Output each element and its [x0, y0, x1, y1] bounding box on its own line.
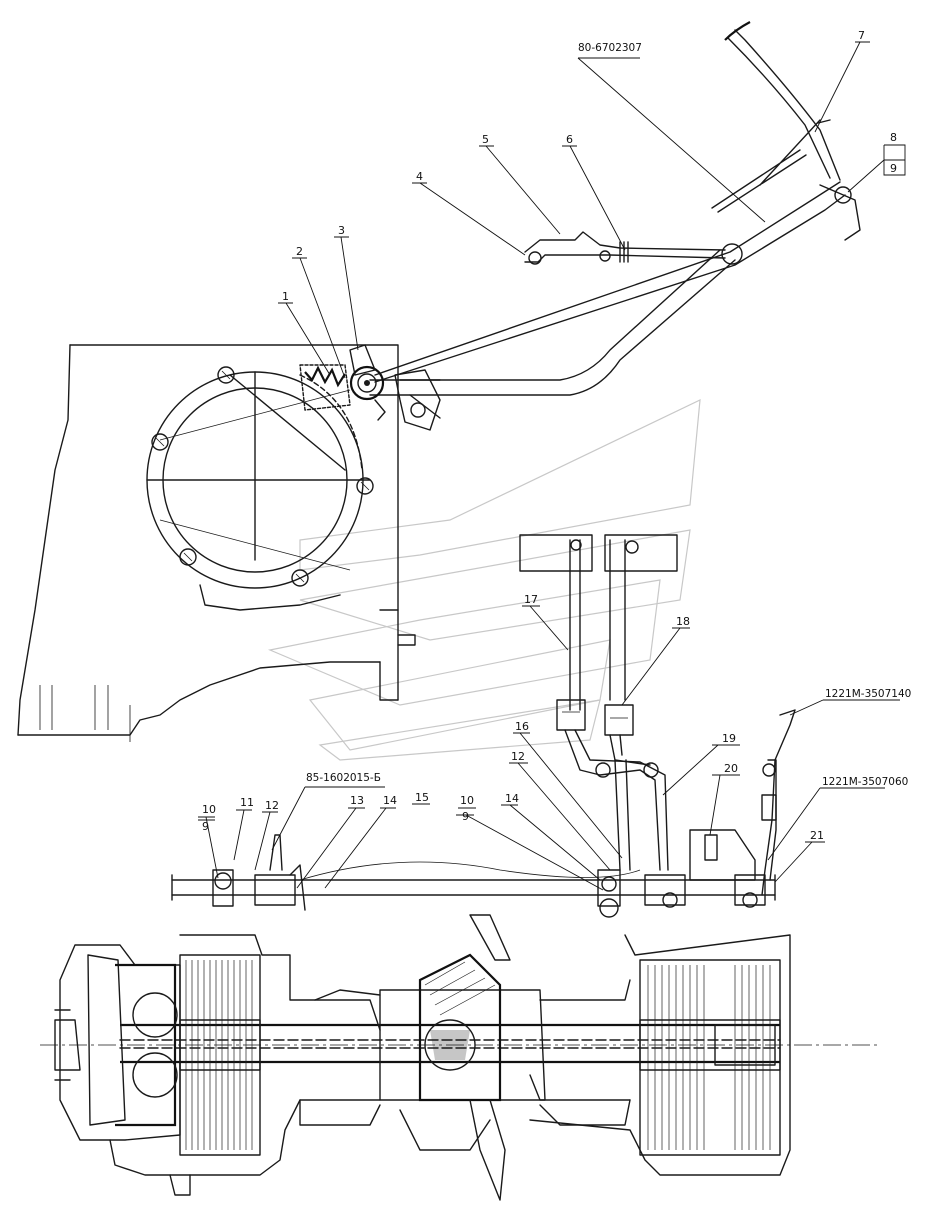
callout-10-left: 10 [202, 803, 216, 816]
callout-18: 18 [676, 615, 690, 628]
callout-11: 11 [240, 796, 254, 809]
callout-9-top: 9 [890, 162, 897, 175]
callout-4: 4 [416, 170, 423, 183]
callout-16: 16 [515, 720, 529, 733]
lever-mechanism [299, 21, 861, 431]
callout-8: 8 [890, 131, 897, 144]
label-1221M-3507140: 1221М-3507140 [825, 688, 911, 700]
callout-20: 20 [724, 762, 738, 775]
callout-17: 17 [524, 593, 538, 606]
label-80-6702307: 80-6702307 [578, 42, 642, 54]
callout-14-right: 14 [505, 792, 519, 805]
watermark-logo [267, 398, 701, 761]
callout-14-left: 14 [383, 794, 397, 807]
label-1221M-3507060: 1221М-3507060 [822, 776, 908, 788]
label-85-1602015: 85-1602015-Б [306, 772, 381, 784]
callout-19: 19 [722, 732, 736, 745]
callout-6: 6 [566, 133, 573, 146]
left-brake-discs [179, 954, 261, 1156]
callout-15: 15 [415, 791, 429, 804]
callout-3: 3 [338, 224, 345, 237]
upper-housing [17, 344, 416, 742]
callout-13: 13 [350, 794, 364, 807]
brake-pedals [519, 534, 796, 896]
callout-21: 21 [810, 829, 824, 842]
rear-axle-section [40, 834, 880, 1201]
callout-7: 7 [858, 29, 865, 42]
callout-labels: 80-6702307 7 8 9 6 5 4 3 2 1 17 18 16 12… [202, 29, 911, 842]
right-brake-discs [639, 959, 781, 1156]
callout-12-right: 12 [511, 750, 525, 763]
differential [379, 914, 546, 1201]
callout-5: 5 [482, 133, 489, 146]
callout-12-left: 12 [265, 799, 279, 812]
callout-10-right: 10 [460, 794, 474, 807]
callout-2: 2 [296, 245, 303, 258]
callout-leaders [198, 41, 906, 891]
callout-1: 1 [282, 290, 289, 303]
callout-9-left: 9 [202, 820, 209, 833]
callout-9-right: 9 [462, 810, 469, 823]
